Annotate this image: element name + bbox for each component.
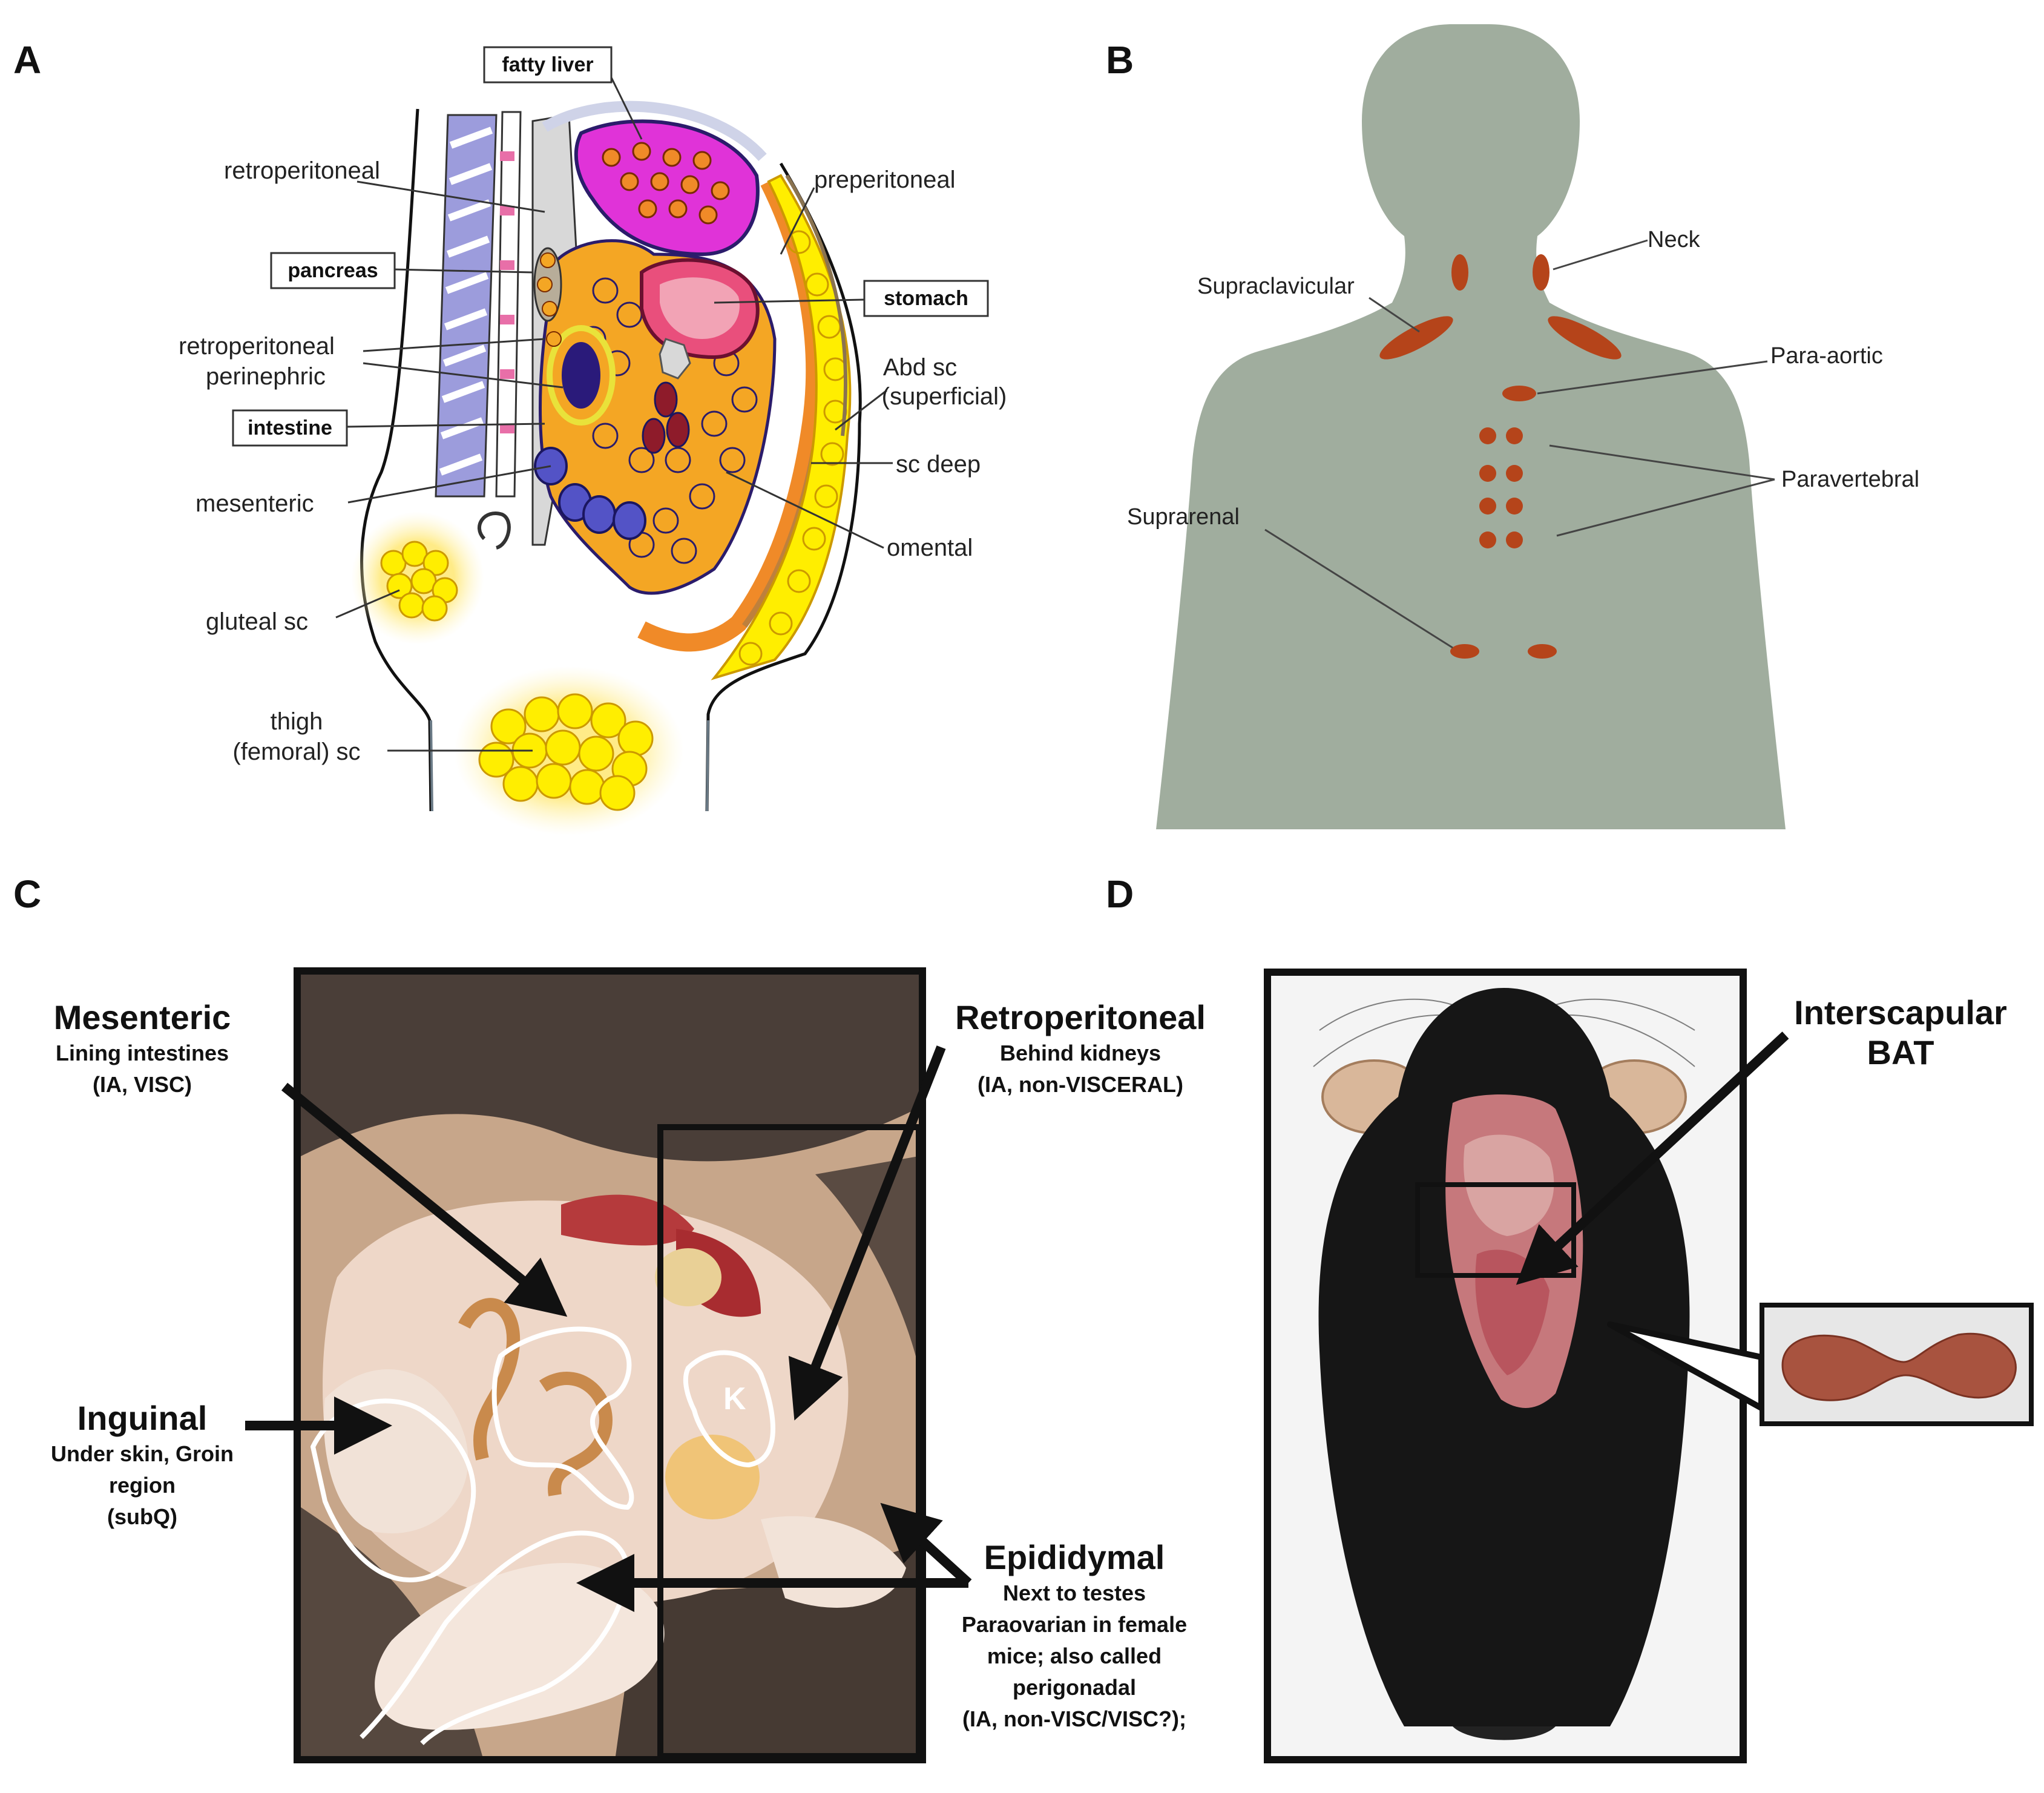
- caption-epididymal-line-2: Paraovarian in female: [961, 1612, 1188, 1637]
- label-thigh-2: (femoral) sc: [232, 739, 360, 765]
- liver-droplets: [602, 142, 730, 225]
- caption-mesenteric-line-2: (IA, VISC): [92, 1072, 192, 1097]
- caption-inguinal-line-3: (subQ): [107, 1504, 177, 1529]
- spine-discs: [500, 151, 514, 433]
- label-neck: Neck: [1648, 227, 1701, 252]
- pancreas-fat: [537, 252, 562, 347]
- caption-retroperitoneal-line-2: (IA, non-VISCERAL): [978, 1072, 1183, 1097]
- caption-epididymal: Epididymal Next to testes Paraovarian in…: [944, 1538, 1204, 1735]
- caption-epididymal-title: Epididymal: [984, 1538, 1165, 1576]
- vertebrae: [439, 127, 493, 476]
- bat-tissue: [1781, 1332, 2017, 1401]
- label-mesenteric: mesenteric: [196, 490, 314, 517]
- label-thigh-1: thigh: [271, 708, 323, 735]
- label-para-aortic: Para-aortic: [1770, 343, 1883, 369]
- panel-a-diagram: fatty liver retroperitoneal pancreas ret…: [179, 46, 1007, 835]
- panel-c-letter: C: [13, 872, 42, 916]
- panel-a-letter: A: [13, 38, 42, 82]
- caption-inguinal-line-1: Under skin, Groin: [50, 1441, 234, 1466]
- label-stomach: stomach: [884, 287, 968, 310]
- panel-d-arrows: [1516, 1031, 1789, 1411]
- kidney: [562, 342, 600, 409]
- panel-d-photo: [1264, 969, 1747, 1763]
- epididymal-outline: [360, 1530, 630, 1745]
- caption-retroperitoneal-title: Retroperitoneal: [955, 998, 1206, 1036]
- caption-retroperitoneal: Retroperitoneal Behind kidneys (IA, non-…: [944, 998, 1217, 1100]
- caption-interscapular: Interscapular BAT: [1779, 993, 2022, 1073]
- caption-interscapular-title-1: Interscapular: [1794, 993, 2007, 1031]
- caption-epididymal-line-3: mice; also called: [987, 1643, 1162, 1668]
- body-outline-front: [705, 162, 862, 812]
- caption-mesenteric-title: Mesenteric: [53, 998, 231, 1036]
- visceral-fat-cells: [568, 277, 758, 564]
- panel-c-photo: K: [294, 967, 926, 1763]
- panel-a-boxes: [232, 46, 989, 447]
- panel-b-leader-lines: [1264, 239, 1775, 649]
- label-suprarenal: Suprarenal: [1127, 504, 1240, 530]
- mesenteric-outline: [491, 1326, 634, 1510]
- caption-mesenteric: Mesenteric Lining intestines (IA, VISC): [42, 998, 242, 1100]
- kidney-marker: K: [723, 1381, 746, 1416]
- label-fatty-liver: fatty liver: [502, 53, 593, 76]
- caption-inguinal: Inguinal Under skin, Groin region (subQ): [36, 1398, 248, 1533]
- caption-mesenteric-line-1: Lining intestines: [55, 1041, 229, 1065]
- fatty-liver: [574, 119, 760, 257]
- label-supraclavicular: Supraclavicular: [1197, 274, 1355, 299]
- panel-a-leader-lines: [335, 77, 893, 752]
- panel-b-diagram: Neck Supraclavicular Para-aortic Paraver…: [1127, 24, 1919, 829]
- caption-epididymal-line-1: Next to testes: [1002, 1581, 1146, 1605]
- label-abd-sc-2: (superficial): [882, 383, 1007, 410]
- retroperitoneal-outline: [683, 1350, 775, 1467]
- caption-inguinal-title: Inguinal: [77, 1399, 208, 1437]
- label-abd-sc-1: Abd sc: [883, 354, 957, 381]
- caption-retroperitoneal-line-1: Behind kidneys: [999, 1041, 1162, 1065]
- label-pancreas: pancreas: [288, 259, 378, 282]
- bat-depots: [1379, 254, 1622, 659]
- panel-c-arrows: [245, 1045, 972, 1612]
- label-preperitoneal: preperitoneal: [814, 166, 956, 193]
- gluteal-sc-fat: [380, 541, 458, 622]
- intestine-red: [642, 381, 690, 454]
- caption-epididymal-line-4: perigonadal: [1012, 1675, 1137, 1700]
- panel-d-letter: D: [1106, 872, 1134, 916]
- label-gluteal-sc: gluteal sc: [206, 608, 308, 635]
- label-retroperitoneal-perinephric-1: retroperitoneal: [179, 333, 335, 360]
- caption-interscapular-title-2: BAT: [1867, 1033, 1934, 1071]
- caption-epididymal-line-5: (IA, non-VISC/VISC?);: [962, 1706, 1186, 1731]
- spine-column: [435, 114, 498, 498]
- panel-b-letter: B: [1106, 38, 1134, 82]
- body-outline: [360, 108, 433, 812]
- label-intestine: intestine: [248, 416, 332, 439]
- label-retroperitoneal-perinephric-2: perinephric: [206, 363, 326, 390]
- label-retroperitoneal: retroperitoneal: [224, 157, 380, 184]
- label-sc-deep: sc deep: [896, 451, 981, 478]
- bat-inset-photo: [1760, 1303, 2034, 1426]
- caption-inguinal-line-2: region: [108, 1473, 176, 1498]
- body-silhouette: [1156, 24, 1786, 829]
- label-omental: omental: [887, 535, 973, 561]
- label-paravertebral: Paravertebral: [1781, 467, 1919, 492]
